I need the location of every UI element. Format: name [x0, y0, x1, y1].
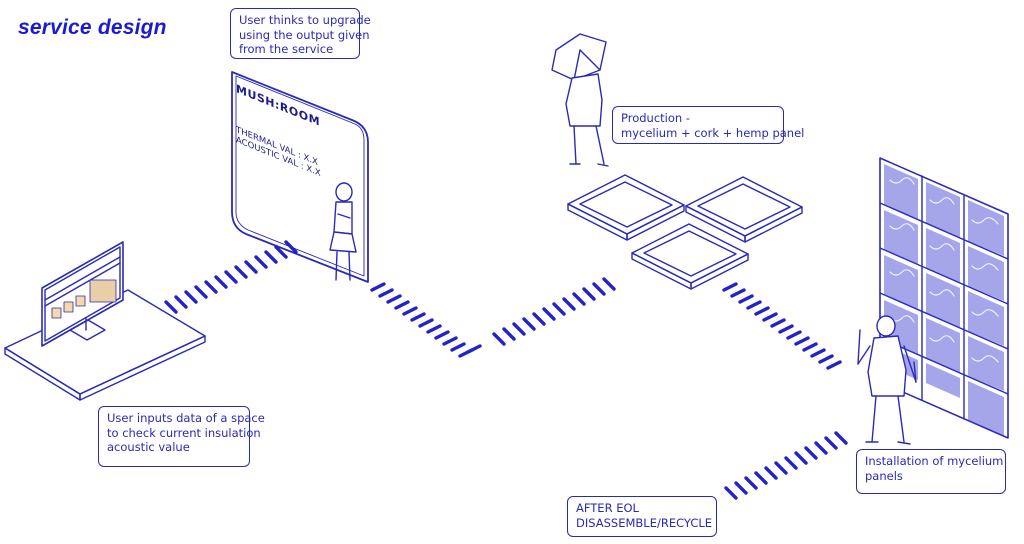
callout-production: Production - mycelium + cork + hemp pane…	[612, 106, 804, 144]
mycelium-panel-icon	[567, 174, 685, 241]
callout-installation: Installation of mycelium panels	[856, 449, 1006, 494]
person-icon	[551, 33, 609, 167]
flow-dashes	[724, 431, 848, 500]
flow-dashes	[370, 282, 482, 358]
person-icon	[329, 182, 357, 281]
mycelium-panel-icon	[685, 176, 803, 243]
callout-user-input: User inputs data of a space to check cur…	[98, 406, 265, 467]
laptop-icon	[41, 241, 124, 347]
diagram-title: service design	[18, 16, 167, 39]
flow-dashes	[164, 240, 298, 314]
callout-eol: AFTER EOL DISASSEMBLE/RECYCLE	[567, 496, 717, 537]
callout-user-upgrade: User thinks to upgrade using the output …	[230, 8, 371, 59]
person-icon	[857, 315, 917, 445]
flow-dashes	[722, 282, 842, 370]
mycelium-panel-icon	[631, 223, 749, 290]
flow-dashes	[492, 277, 616, 346]
